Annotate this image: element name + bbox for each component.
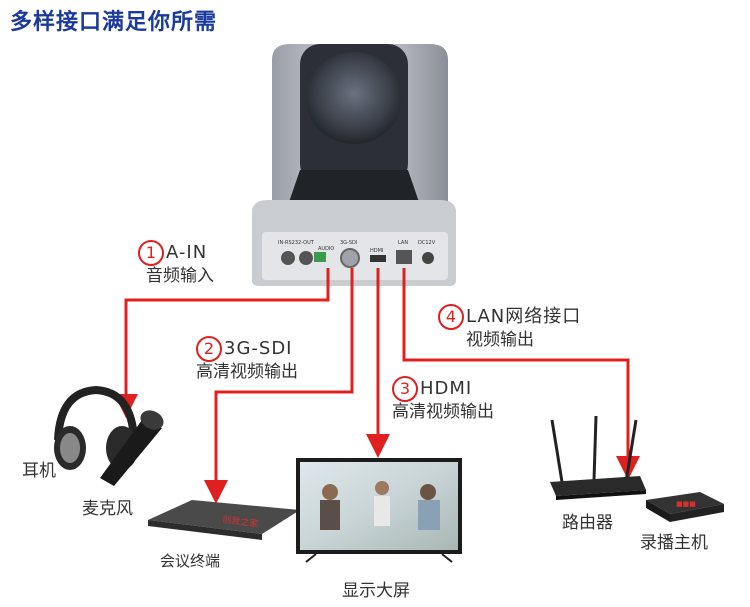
display-screen-image xyxy=(296,458,462,563)
port-name-audio-in: A-IN xyxy=(166,242,208,263)
arrow-3g-sdi xyxy=(204,268,354,504)
port-number-4: 4 xyxy=(438,304,464,330)
device-label-router: 路由器 xyxy=(562,513,613,533)
conference-terminal-image: 创我之家 xyxy=(148,500,300,540)
lan-port-label: LAN xyxy=(398,240,408,246)
svg-text:■■■: ■■■ xyxy=(676,500,696,508)
connection-arrows xyxy=(114,268,640,504)
ptz-camera: IN-RS232-OUT AUDIO 3G-SDI HDMI LAN DC12V xyxy=(252,44,456,286)
port-number-2: 2 xyxy=(196,336,222,362)
rs232-port-label: IN-RS232-OUT xyxy=(278,240,315,246)
microphone-image xyxy=(100,410,164,486)
arrow-lan xyxy=(402,268,640,480)
device-label-recorder: 录播主机 xyxy=(640,533,708,553)
sdi-port-label: 3G-SDI xyxy=(340,240,357,246)
page-title: 多样接口满足你所需 xyxy=(10,9,218,35)
port-desc-hdmi: 高清视频输出 xyxy=(392,402,494,422)
port-name-3g-sdi: 3G-SDI xyxy=(224,338,293,359)
device-label-headphones: 耳机 xyxy=(22,461,56,481)
hdmi-port-label: HDMI xyxy=(370,248,383,254)
port-number-1: 1 xyxy=(138,240,164,266)
port-name-hdmi: HDMI xyxy=(420,378,473,399)
router-image xyxy=(550,415,646,500)
port-desc-audio-in: 音频输入 xyxy=(146,266,214,286)
recording-host-image: ■■■ xyxy=(646,492,724,522)
audio-port-label: AUDIO xyxy=(318,246,334,252)
port-desc-3g-sdi: 高清视频输出 xyxy=(196,362,298,382)
port-number-3: 3 xyxy=(392,376,418,402)
power-port-label: DC12V xyxy=(418,240,436,246)
port-name-lan: LAN网络接口 xyxy=(466,306,582,327)
device-label-display: 显示大屏 xyxy=(342,581,410,601)
port-desc-lan: 视频输出 xyxy=(466,330,534,350)
device-label-conference: 会议终端 xyxy=(160,552,221,570)
device-label-microphone: 麦克风 xyxy=(82,499,133,519)
arrow-audio-in xyxy=(114,268,330,418)
